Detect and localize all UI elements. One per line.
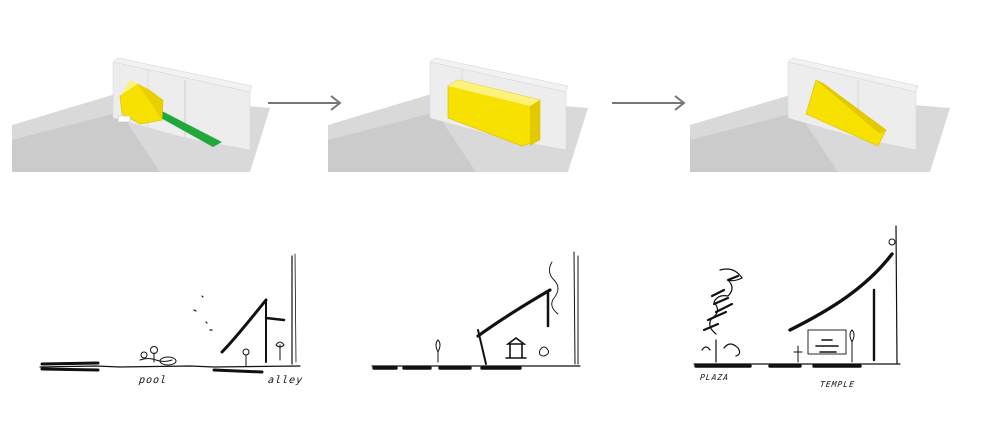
ground-plane-shadow	[690, 112, 838, 172]
yellow-wedge-shade	[816, 80, 886, 134]
canopy	[264, 316, 286, 322]
section-label-pool: pool	[138, 375, 168, 386]
roof-curve	[788, 252, 894, 332]
section-label-plaza: PLAZA	[699, 373, 730, 382]
smoke	[549, 261, 559, 315]
pool-shrub	[159, 356, 177, 366]
section-sketch-3	[693, 225, 901, 368]
tree	[140, 351, 148, 359]
tree	[150, 346, 158, 354]
right-arrow-icon	[612, 95, 686, 111]
ground-plane-shadow	[12, 112, 160, 172]
section-label-temple: TEMPLE	[819, 380, 856, 389]
boundary-wall	[294, 253, 297, 363]
plant	[275, 341, 285, 361]
figure-head	[242, 348, 250, 356]
scribble-marks	[193, 295, 213, 331]
pavilion	[505, 337, 527, 359]
lamp	[888, 238, 896, 246]
ground-plane-shadow	[328, 112, 476, 172]
crowd	[701, 343, 741, 357]
massing-diagram-2	[328, 57, 588, 172]
tree-canopy	[709, 268, 743, 335]
shrub	[539, 346, 549, 357]
yellow-house-roof	[120, 80, 138, 96]
boundary-wall	[895, 225, 898, 365]
ground-line	[39, 365, 301, 368]
pool-water	[139, 358, 173, 362]
figure	[793, 345, 803, 363]
boundary-wall	[573, 251, 579, 365]
shrine-frame	[807, 329, 847, 355]
tree	[435, 339, 441, 363]
shrine-altar	[815, 339, 839, 353]
green-path	[150, 110, 222, 147]
roof-curve	[220, 298, 268, 354]
massing-diagram-3	[690, 57, 950, 172]
right-arrow-icon	[268, 95, 342, 111]
yellow-house-front	[138, 84, 163, 120]
roof-curve	[476, 288, 552, 338]
yellow-volume-side	[530, 100, 540, 146]
massing-diagram-1	[12, 57, 270, 172]
ground-hatch	[40, 361, 264, 374]
section-sketch-2	[371, 251, 581, 370]
section-label-alley: alley	[267, 375, 304, 386]
tree	[849, 329, 855, 363]
yellow-volume-top	[448, 80, 540, 106]
roof-post	[477, 329, 487, 365]
white-step	[117, 115, 131, 123]
section-sketch-1	[39, 253, 301, 374]
tree-hatch	[702, 274, 740, 332]
